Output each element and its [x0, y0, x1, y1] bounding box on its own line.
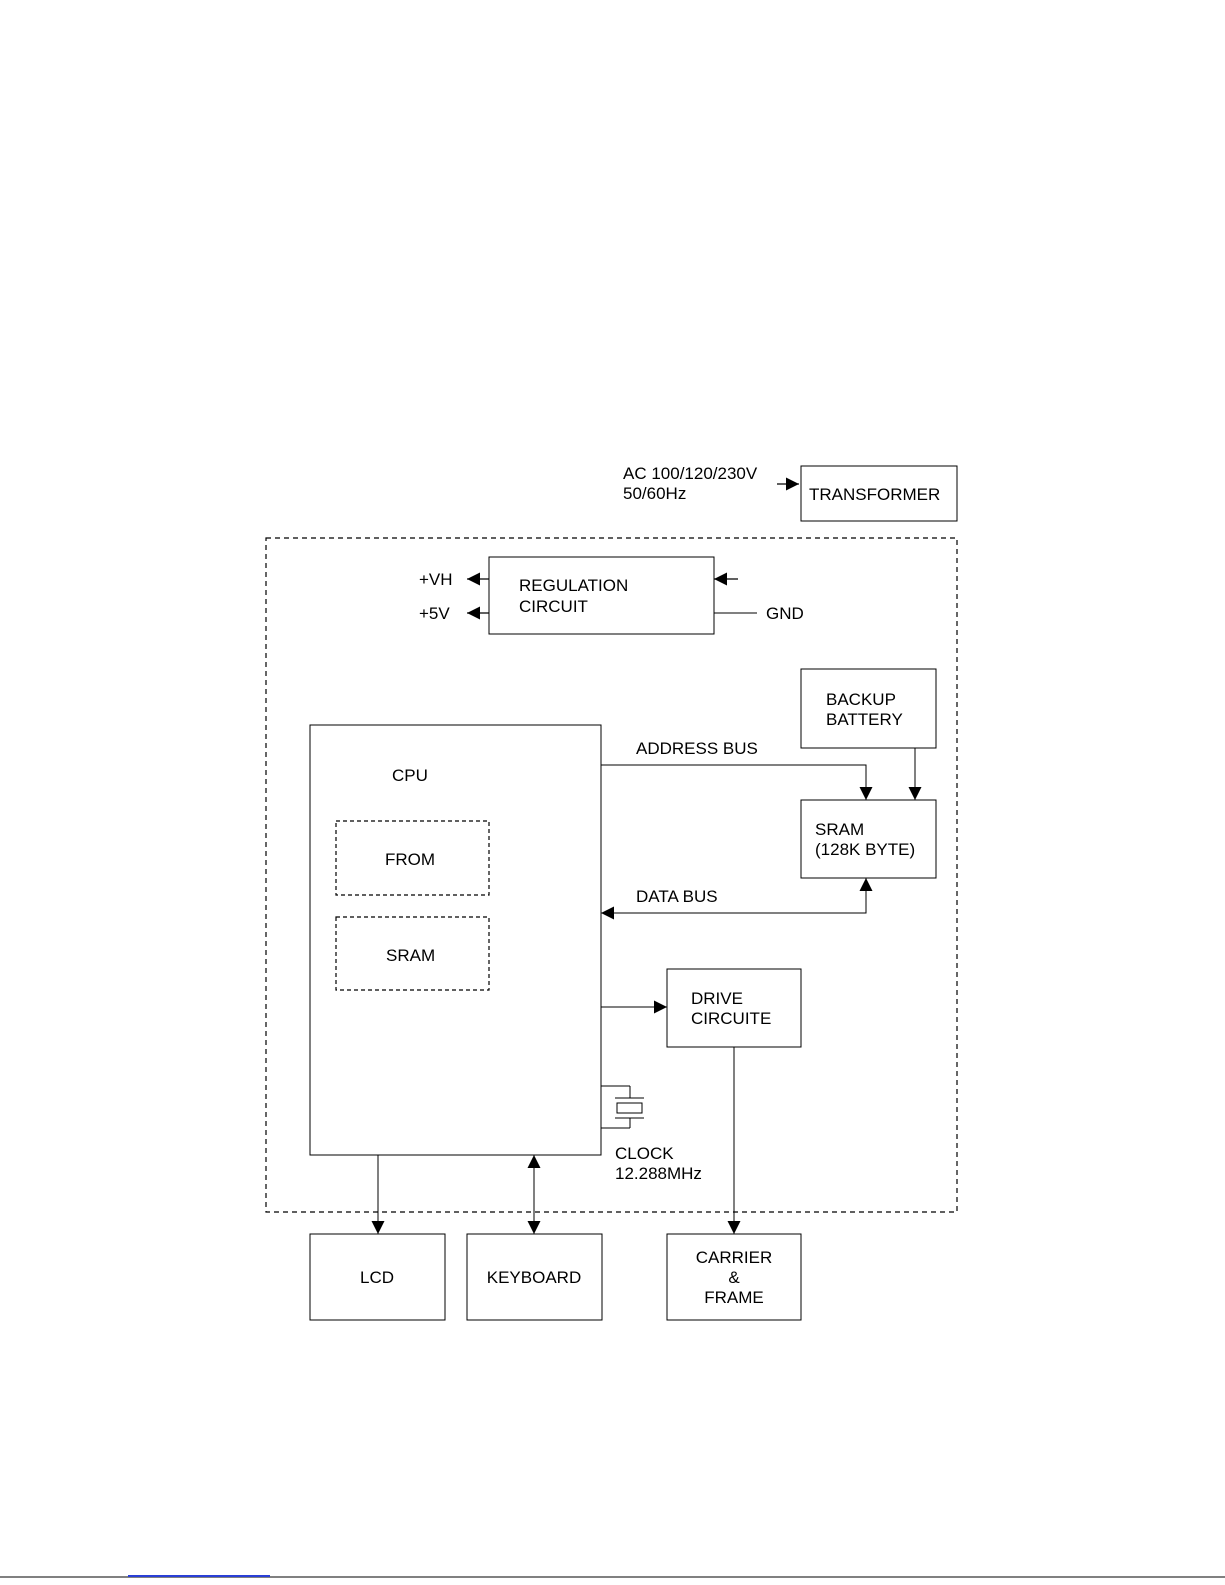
sram-box [801, 800, 936, 878]
clock-label-line2: 12.288MHz [615, 1164, 702, 1183]
power-input-line2: 50/60Hz [623, 484, 686, 503]
gnd-label: GND [766, 604, 804, 623]
carrier-label-line3: FRAME [704, 1288, 764, 1307]
cpu-label: CPU [392, 766, 428, 785]
transformer-label: TRANSFORMER [809, 485, 940, 504]
drive-label-line2: CIRCUITE [691, 1009, 771, 1028]
vh-output-label: +VH [419, 570, 453, 589]
from-label: FROM [385, 850, 435, 869]
regulation-label-line2: CIRCUIT [519, 597, 588, 616]
regulation-circuit-box [489, 557, 714, 634]
drive-circuit-box [667, 969, 801, 1047]
5v-output-label: +5V [419, 604, 450, 623]
main-board-boundary [266, 538, 957, 1212]
cpu-sram-label: SRAM [386, 946, 435, 965]
address-bus-line [601, 765, 866, 800]
backup-battery-line1: BACKUP [826, 690, 896, 709]
carrier-label-line1: CARRIER [696, 1248, 773, 1267]
drive-label-line1: DRIVE [691, 989, 743, 1008]
sram-label-line2: (128K BYTE) [815, 840, 915, 859]
crystal-icon [601, 1086, 644, 1128]
power-input-line1: AC 100/120/230V [623, 464, 758, 483]
backup-battery-line2: BATTERY [826, 710, 903, 729]
lcd-label: LCD [360, 1268, 394, 1287]
carrier-label-line2: & [728, 1268, 740, 1287]
clock-label-line1: CLOCK [615, 1144, 674, 1163]
sram-label-line1: SRAM [815, 820, 864, 839]
keyboard-label: KEYBOARD [487, 1268, 581, 1287]
regulation-label-line1: REGULATION [519, 576, 628, 595]
data-bus-label: DATA BUS [636, 887, 718, 906]
address-bus-label: ADDRESS BUS [636, 739, 758, 758]
cpu-box [310, 725, 601, 1155]
